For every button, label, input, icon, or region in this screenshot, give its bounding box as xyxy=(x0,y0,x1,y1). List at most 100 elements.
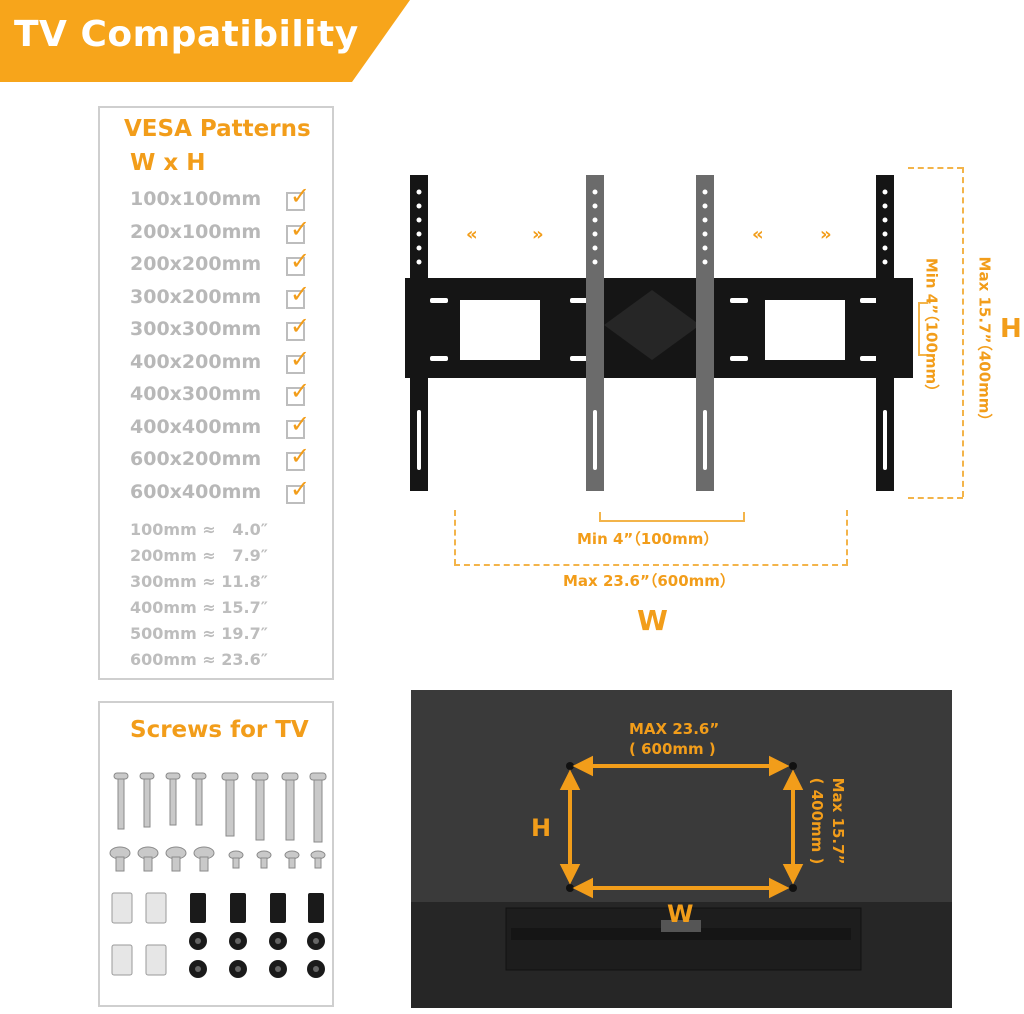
mount-bracket-illustration: « » « » xyxy=(405,175,913,491)
long-screws xyxy=(113,772,327,843)
tv-width-letter: W xyxy=(667,900,694,928)
vesa-pattern-item: 300x300mm xyxy=(130,318,262,340)
check-icon: ✓ xyxy=(290,344,311,373)
check-icon: ✓ xyxy=(290,409,311,438)
vesa-pattern-item: 400x200mm xyxy=(130,350,262,373)
width-letter: W xyxy=(637,604,668,637)
min-h-bracket xyxy=(918,302,928,356)
screw-icon xyxy=(191,772,207,826)
checkbox-icon: ✓ xyxy=(286,215,310,244)
short-screws xyxy=(109,846,326,872)
check-icon: ✓ xyxy=(290,279,311,308)
screw-icon xyxy=(193,846,215,872)
tv-height-letter: H xyxy=(531,814,552,842)
screw-icon xyxy=(113,772,129,830)
check-icon: ✓ xyxy=(290,214,311,243)
checkbox-icon: ✓ xyxy=(286,410,310,439)
dim-line xyxy=(846,510,848,565)
conversion-item: 300mm ≈ 11.8″ xyxy=(130,572,268,591)
vertical-arm xyxy=(586,175,604,491)
vesa-pattern-item: 600x400mm xyxy=(130,480,262,503)
height-letter: H xyxy=(1000,314,1022,344)
screw-icon xyxy=(309,772,327,843)
arrow-right-icon: » xyxy=(532,224,544,245)
vesa-pattern-item: 300x200mm xyxy=(130,285,262,308)
screw-icon xyxy=(281,772,299,841)
checkbox-icon: ✓ xyxy=(286,475,310,504)
check-icon: ✓ xyxy=(290,377,311,405)
screw-icon xyxy=(284,850,300,869)
dim-line xyxy=(454,564,848,566)
vesa-pattern-item: 100x100mm xyxy=(130,188,262,210)
check-icon: ✓ xyxy=(290,182,311,210)
arrow-left-icon: « xyxy=(466,224,478,245)
screw-icon xyxy=(228,850,244,869)
spacers xyxy=(190,893,324,923)
plate-icon xyxy=(111,944,133,976)
vesa-pattern-item: 200x200mm xyxy=(130,253,262,275)
min-w-bracket xyxy=(599,512,745,522)
check-icon: ✓ xyxy=(290,312,311,340)
banner-title: TV Compatibility xyxy=(14,14,359,55)
checkbox-icon: ✓ xyxy=(286,247,310,276)
vesa-pattern-item: 200x100mm xyxy=(130,220,262,243)
checkbox-icon: ✓ xyxy=(286,442,310,471)
screw-icon xyxy=(221,772,239,837)
checkbox-icon: ✓ xyxy=(286,345,310,374)
screw-icon xyxy=(109,846,131,872)
conversion-item: 600mm ≈ 23.6″ xyxy=(130,650,268,669)
vertical-arm xyxy=(410,175,428,491)
label-sticker xyxy=(661,920,701,932)
max-width-label: Max 23.6”（600mm） xyxy=(563,572,735,590)
spacer-icon xyxy=(270,893,286,923)
conversion-item: 100mm ≈ 4.0″ xyxy=(130,520,268,539)
check-icon: ✓ xyxy=(290,442,311,470)
vesa-pattern-item: 600x200mm xyxy=(130,448,262,470)
screw-icon xyxy=(310,850,326,869)
conversion-item: 400mm ≈ 15.7″ xyxy=(130,598,268,617)
screw-icon xyxy=(139,772,155,828)
tv-max-width-mm: ( 600mm ) xyxy=(629,740,716,758)
washers xyxy=(189,932,325,978)
check-icon: ✓ xyxy=(290,247,311,275)
vesa-patterns-panel: VESA Patterns W x H 100x100mm ✓ 200x100mm ✓… xyxy=(98,106,334,680)
tv-max-height-label: Max 15.7” xyxy=(829,777,847,865)
max-height-label: Max 15.7”（400mm） xyxy=(975,256,994,429)
arrow-left-icon: « xyxy=(752,224,764,245)
conversion-item: 200mm ≈ 7.9″ xyxy=(130,546,268,565)
spacer-icon xyxy=(308,893,324,923)
screw-icon xyxy=(137,846,159,872)
conversion-item: 500mm ≈ 19.7″ xyxy=(130,624,268,643)
tv-back-illustration: MAX 23.6” ( 600mm ) Max 15.7” ( 400mm ) … xyxy=(411,690,952,1008)
checkbox-icon: ✓ xyxy=(286,377,310,406)
dim-line xyxy=(908,497,963,499)
checkbox-icon: ✓ xyxy=(286,312,310,341)
vertical-arm xyxy=(696,175,714,491)
checkbox-icon: ✓ xyxy=(286,280,310,309)
min-width-label: Min 4”（100mm） xyxy=(577,530,719,548)
screws-title: Screws for TV xyxy=(130,717,309,743)
screw-icon xyxy=(251,772,269,841)
spacer-icon xyxy=(190,893,206,923)
screws-illustration xyxy=(109,772,327,978)
screw-icon xyxy=(256,850,272,869)
plate-icon xyxy=(111,892,133,924)
vesa-pattern-item: 400x300mm xyxy=(130,383,262,405)
dim-line xyxy=(962,167,964,497)
tv-max-height-mm: ( 400mm ) xyxy=(808,777,826,865)
checkbox-icon: ✓ xyxy=(286,182,310,211)
arrow-right-icon: » xyxy=(820,224,832,245)
screw-icon xyxy=(165,772,181,826)
dim-line xyxy=(908,167,963,169)
vesa-subtitle: W x H xyxy=(130,150,206,176)
screw-icon xyxy=(165,846,187,872)
title-banner xyxy=(0,0,410,82)
vesa-title: VESA Patterns xyxy=(124,116,311,142)
screws-panel: Screws for TV xyxy=(98,701,334,1007)
spacer-icon xyxy=(230,893,246,923)
plate-icon xyxy=(145,944,167,976)
vertical-arm xyxy=(876,175,894,491)
check-icon: ✓ xyxy=(290,474,311,503)
tv-max-width-label: MAX 23.6” xyxy=(629,720,720,738)
plate-icon xyxy=(145,892,167,924)
